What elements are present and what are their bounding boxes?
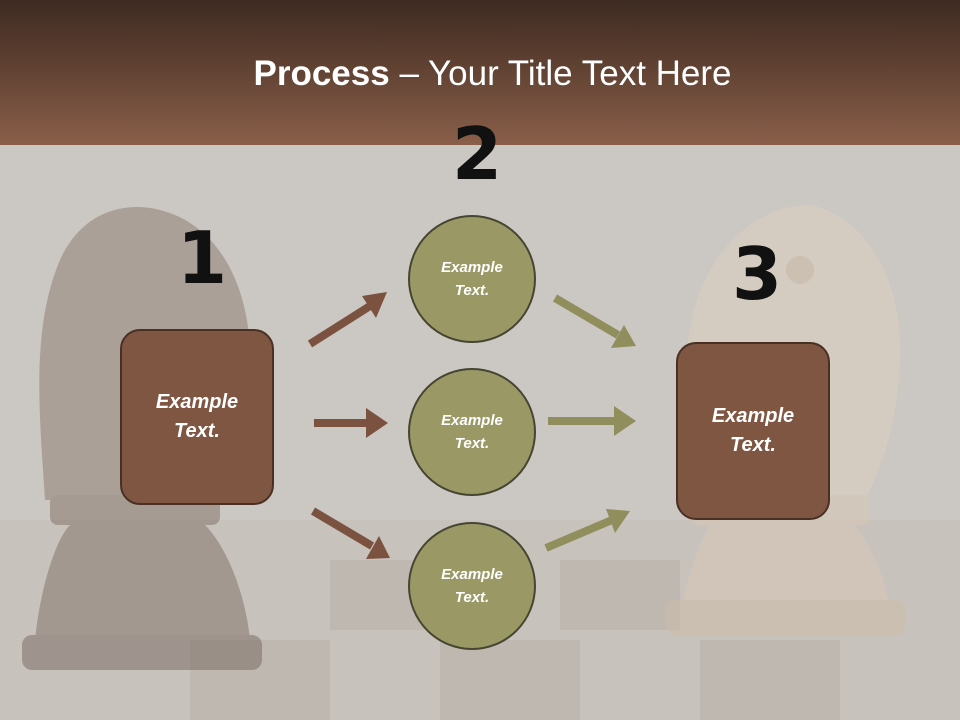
step-number-1: 1 <box>177 216 228 300</box>
arrow-box-to-circle-bottom <box>310 507 390 559</box>
step-3-line1: Example <box>711 405 795 427</box>
title-bold: Process <box>253 54 390 93</box>
arrow-box-to-circle-top <box>307 292 387 348</box>
circle-middle-line2: Text. <box>454 435 490 452</box>
step-2-circle-bottom: Example Text. <box>408 522 536 650</box>
arrow-circle-top-to-box <box>552 294 636 348</box>
step-1-line1: Example <box>155 391 239 413</box>
circle-top-line1: Example <box>441 259 503 276</box>
slide-title: Process – Your Title Text Here <box>0 54 960 94</box>
circle-bottom-line1: Example <box>441 566 503 583</box>
arrow-circle-bottom-to-box <box>544 509 630 552</box>
title-rest: – Your Title Text Here <box>389 54 732 93</box>
arrows <box>307 292 636 559</box>
circle-top-line2: Text. <box>454 282 490 299</box>
circle-bottom-line2: Text. <box>454 589 490 606</box>
step-3-line2: Text. <box>730 434 776 456</box>
arrow-box-to-circle-middle <box>314 408 388 438</box>
step-2-circle-middle: Example Text. <box>408 368 536 496</box>
step-number-3: 3 <box>732 232 783 316</box>
step-3-box: Example Text. <box>676 342 830 520</box>
title-bar <box>0 0 960 145</box>
arrow-circle-middle-to-box <box>548 406 636 436</box>
step-1-box: Example Text. <box>120 329 274 505</box>
step-number-2: 2 <box>452 112 503 196</box>
circle-middle-line1: Example <box>441 412 503 429</box>
step-2-circle-top: Example Text. <box>408 215 536 343</box>
step-1-line2: Text. <box>174 420 220 442</box>
